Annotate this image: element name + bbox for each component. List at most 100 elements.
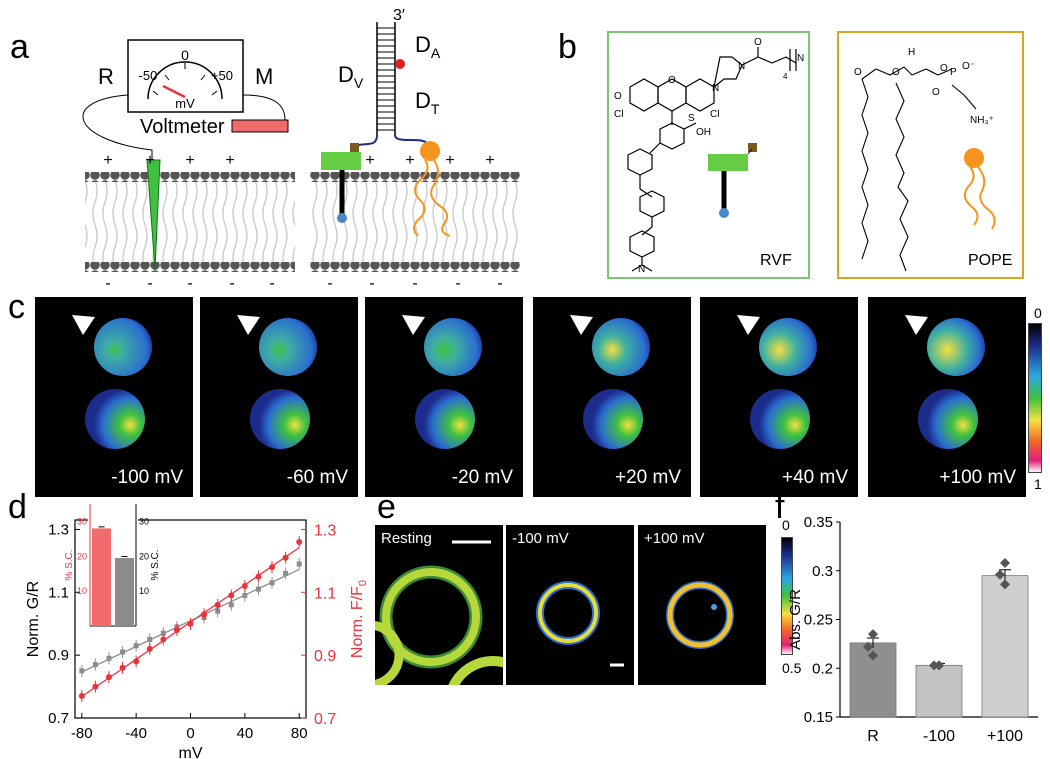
meter-zero-label: 0 xyxy=(181,47,189,63)
panel-label-e: e xyxy=(377,488,396,526)
label-R: R xyxy=(98,64,114,89)
svg-text:-: - xyxy=(369,275,374,290)
label-M: M xyxy=(255,64,273,89)
cell-top-1 xyxy=(259,318,317,376)
voltage-label-2: -20 mV xyxy=(451,467,513,488)
rvf-structure xyxy=(627,47,797,272)
cell-top-5 xyxy=(927,318,985,376)
image-frame-1: -60 mV xyxy=(200,297,358,497)
y2-tick-1: 0.9 xyxy=(314,648,336,665)
image-frame-0: -100 mV xyxy=(35,297,193,497)
cell-bottom-5 xyxy=(918,389,978,449)
cell-top-3 xyxy=(592,318,650,376)
f-x-tick-1: -100 xyxy=(923,728,955,745)
inset-y2-tick-2: 30 xyxy=(139,516,149,526)
point-0-5 xyxy=(147,636,153,642)
rvf-label: RVF xyxy=(760,252,792,269)
svg-text:OH: OH xyxy=(696,127,711,138)
inset-y2-tick-1: 20 xyxy=(139,551,149,561)
svg-text:O: O xyxy=(754,37,762,48)
inset-y2-label: % S.C. xyxy=(150,549,161,580)
svg-text:N: N xyxy=(712,83,719,94)
point-0-12 xyxy=(242,592,248,598)
pope-atoms: O O H O P O⁻ O NH₃⁺ xyxy=(854,47,994,126)
point-0-10 xyxy=(215,608,221,614)
e-frame-1: -100 mV xyxy=(506,525,634,685)
membrane-left xyxy=(85,172,295,272)
svg-text:-: - xyxy=(412,275,417,290)
cell-top-2 xyxy=(424,318,482,376)
point-1-2 xyxy=(105,674,112,681)
f-point-2-1 xyxy=(995,569,1005,580)
f-y-tick-4: 0.35 xyxy=(804,514,833,531)
f-y-tick-0: 0.15 xyxy=(804,709,833,726)
pope-label: POPE xyxy=(968,252,1012,269)
meter-unit-label: mV xyxy=(175,96,195,111)
arrowhead-marker-0 xyxy=(72,315,95,335)
x-axis-label: mV xyxy=(179,745,203,759)
x-tick-0: -80 xyxy=(71,725,93,742)
point-1-6 xyxy=(160,636,167,643)
panel-e-colorbar xyxy=(781,537,793,655)
voltage-label-5: +100 mV xyxy=(939,467,1016,488)
f-point-2-0 xyxy=(1000,557,1010,568)
pope-structure xyxy=(861,66,977,272)
point-1-4 xyxy=(133,658,140,665)
inset-y2-tick-0: 10 xyxy=(139,586,149,596)
point-0-15 xyxy=(283,570,289,576)
svg-text:P: P xyxy=(950,67,957,78)
point-0-13 xyxy=(255,586,261,592)
label-3prime: 3′ xyxy=(393,7,405,24)
y2-tick-0: 0.7 xyxy=(314,711,336,728)
arrowhead-marker-5 xyxy=(905,315,928,335)
cell-bottom-4 xyxy=(750,389,810,449)
meter-needle xyxy=(162,84,186,99)
x-tick-4: 80 xyxy=(291,725,308,742)
svg-text:O: O xyxy=(892,67,900,78)
arrowhead-marker-2 xyxy=(402,315,425,335)
svg-text:4: 4 xyxy=(783,72,788,81)
colorbar-e-top: 0 xyxy=(782,517,790,533)
colorbar-e-bottom: 0.5 xyxy=(782,660,802,676)
y-tick-2: 1.1 xyxy=(48,584,69,601)
point-0-1 xyxy=(92,662,98,668)
colorbar-c-top: 0 xyxy=(1034,305,1042,321)
pope-box xyxy=(837,31,1024,279)
f-y-axis-label: Abs. G/R xyxy=(787,589,804,650)
y-tick-3: 1.3 xyxy=(48,521,69,538)
arrowhead-marker-4 xyxy=(737,315,760,335)
e-frame-label-0: Resting xyxy=(381,530,432,547)
svg-text:+: + xyxy=(405,152,414,169)
point-0-0 xyxy=(79,668,85,674)
svg-text:O: O xyxy=(614,91,622,102)
svg-text:NH₃⁺: NH₃⁺ xyxy=(970,115,994,126)
f-y-tick-3: 0.3 xyxy=(812,563,833,580)
e-frame-label-2: +100 mV xyxy=(644,530,705,547)
f-bar-2 xyxy=(981,575,1029,718)
pope-cartoon xyxy=(963,148,996,230)
point-0-4 xyxy=(133,643,139,649)
colorbar-c-bottom: 1 xyxy=(1034,476,1042,492)
cell-bottom-0 xyxy=(85,389,145,449)
f-x-tick-0: R xyxy=(867,728,879,745)
f-point-0-0 xyxy=(868,629,878,640)
voltage-label-1: -60 mV xyxy=(286,467,348,488)
y-axis-label: Norm. G/R xyxy=(25,581,42,657)
voltmeter-box xyxy=(127,39,244,113)
svg-text:Cl: Cl xyxy=(710,109,719,120)
rvf-box xyxy=(607,31,810,279)
panel-label-b: b xyxy=(558,28,577,66)
svg-text:-: - xyxy=(229,275,234,290)
voltage-label-4: +40 mV xyxy=(781,467,848,488)
y2-axis-label: Norm. F/F0 xyxy=(349,580,369,658)
cell-bottom-1 xyxy=(250,389,310,449)
svg-text:+: + xyxy=(485,152,494,169)
point-0-6 xyxy=(160,630,166,636)
image-frame-2: -20 mV xyxy=(365,297,523,497)
arrowhead-marker-1 xyxy=(237,315,260,335)
svg-text:-: - xyxy=(327,275,332,290)
panel-c-colorbar xyxy=(1028,323,1042,473)
svg-text:O: O xyxy=(668,75,676,86)
voltage-label-3: +20 mV xyxy=(614,467,681,488)
